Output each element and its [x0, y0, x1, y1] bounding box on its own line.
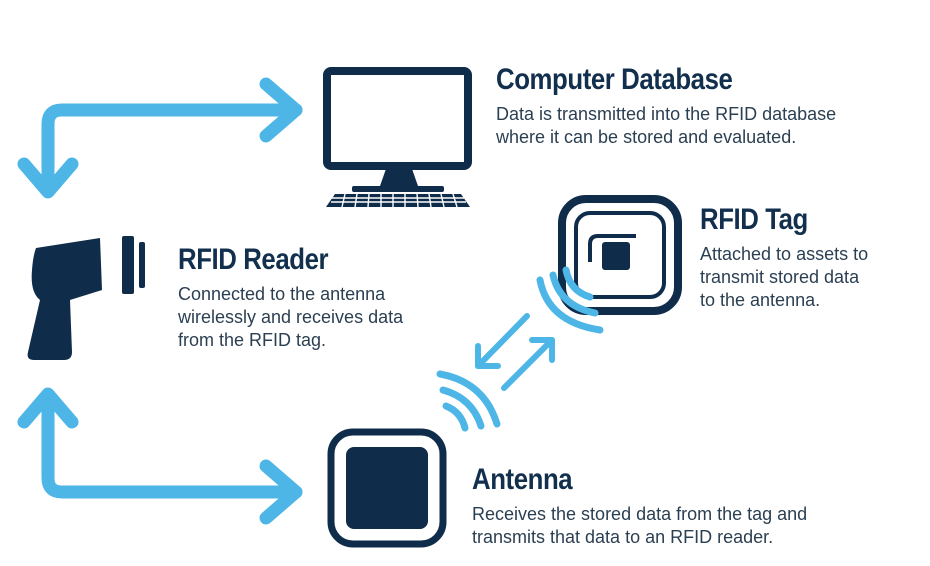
- rfid-tag-title: RFID Tag: [700, 203, 808, 236]
- rfid-reader-line: from the RFID tag.: [178, 330, 327, 350]
- antenna-line: transmits that data to an RFID reader.: [472, 527, 774, 547]
- tag-signal-waves-icon: [536, 266, 604, 334]
- rfid-reader-line: Connected to the antenna: [178, 284, 386, 304]
- antenna-line: Receives the stored data from the tag an…: [472, 504, 808, 524]
- rfid-tag-line: to the antenna.: [700, 290, 821, 310]
- rfid-reader-title: RFID Reader: [178, 243, 329, 276]
- computer-database-block: Computer Database Data is transmitted in…: [496, 63, 836, 149]
- rfid-tag-line: transmit stored data: [700, 267, 860, 287]
- antenna-title: Antenna: [472, 463, 573, 496]
- rfid-tag-line: Attached to assets to: [700, 244, 869, 264]
- tag-antenna-arrows-icon: [475, 313, 555, 391]
- computer-database-line: where it can be stored and evaluated.: [496, 127, 797, 147]
- rfid-reader-description: Connected to the antenna wirelessly and …: [178, 283, 403, 352]
- rfid-tag-block: RFID Tag Attached to assets to transmit …: [700, 203, 868, 312]
- rfid-reader-line: wirelessly and receives data: [178, 307, 404, 327]
- reader-antenna-arrow-icon: [17, 387, 303, 525]
- rfid-reader-gun-icon: [27, 236, 145, 360]
- computer-database-title: Computer Database: [496, 63, 733, 96]
- computer-database-description: Data is transmitted into the RFID databa…: [496, 103, 836, 149]
- rfid-tag-description: Attached to assets to transmit stored da…: [700, 243, 868, 312]
- computer-database-line: Data is transmitted into the RFID databa…: [496, 104, 837, 124]
- antenna-description: Receives the stored data from the tag an…: [472, 503, 807, 549]
- antenna-block: Antenna Receives the stored data from th…: [472, 463, 807, 549]
- rfid-reader-block: RFID Reader Connected to the antenna wir…: [178, 243, 403, 352]
- antenna-icon: [327, 428, 447, 548]
- rfid-tag-icon: [558, 195, 682, 315]
- antenna-signal-waves-icon: [436, 370, 501, 432]
- reader-computer-arrow-icon: [17, 77, 303, 199]
- computer-monitor-icon: [323, 67, 472, 208]
